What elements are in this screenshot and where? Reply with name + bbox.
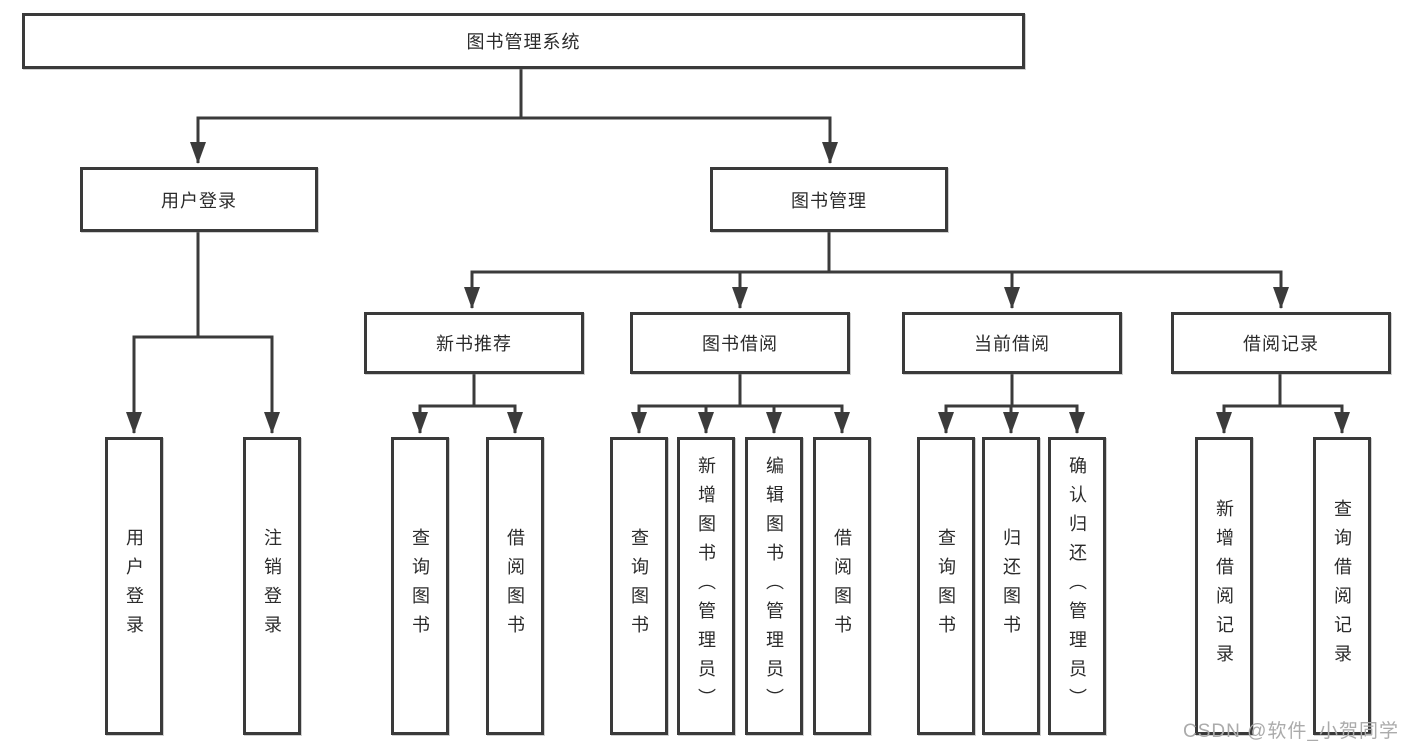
node-query-books-borrowing: 查询图书 bbox=[610, 437, 668, 735]
edges-current-borrowing bbox=[938, 374, 1085, 434]
node-label: 借阅图书 bbox=[505, 528, 525, 644]
node-logout-leaf: 注销登录 bbox=[243, 437, 301, 735]
node-label: 新增图书（管理员） bbox=[696, 455, 716, 717]
node-label: 借阅图书 bbox=[832, 528, 852, 644]
node-label: 查询图书 bbox=[629, 528, 649, 644]
edges-book-borrowing bbox=[631, 374, 850, 434]
node-user-login-leaf: 用户登录 bbox=[105, 437, 163, 735]
node-book-management: 图书管理 bbox=[710, 167, 948, 232]
node-add-books-admin: 新增图书（管理员） bbox=[677, 437, 735, 735]
edges-root bbox=[190, 69, 838, 164]
node-label: 新增借阅记录 bbox=[1214, 499, 1234, 673]
node-query-borrow-record: 查询借阅记录 bbox=[1313, 437, 1371, 735]
node-label: 图书管理系统 bbox=[466, 32, 581, 52]
edges-book-management bbox=[464, 232, 1289, 309]
node-edit-books-admin: 编辑图书（管理员） bbox=[745, 437, 803, 735]
node-label: 用户登录 bbox=[124, 528, 144, 644]
node-label: 编辑图书（管理员） bbox=[764, 455, 784, 717]
node-label: 确认归还（管理员） bbox=[1067, 455, 1087, 717]
edges-user-login bbox=[126, 232, 280, 434]
node-user-login: 用户登录 bbox=[80, 167, 318, 232]
node-label: 图书管理 bbox=[791, 190, 867, 211]
node-label: 当前借阅 bbox=[974, 334, 1050, 354]
node-label: 新书推荐 bbox=[436, 334, 512, 354]
node-current-borrowing: 当前借阅 bbox=[902, 312, 1122, 374]
node-label: 用户登录 bbox=[161, 190, 237, 211]
node-borrow-books-borrowing: 借阅图书 bbox=[813, 437, 871, 735]
node-label: 归还图书 bbox=[1001, 528, 1021, 644]
node-label: 图书借阅 bbox=[702, 334, 778, 354]
node-book-borrowing: 图书借阅 bbox=[630, 312, 850, 374]
node-label: 查询图书 bbox=[410, 528, 430, 644]
node-label: 查询借阅记录 bbox=[1332, 499, 1352, 673]
node-library-system: 图书管理系统 bbox=[22, 13, 1025, 69]
node-label: 借阅记录 bbox=[1243, 334, 1319, 354]
node-confirm-return-admin: 确认归还（管理员） bbox=[1048, 437, 1106, 735]
node-return-books: 归还图书 bbox=[982, 437, 1040, 735]
node-borrowing-records: 借阅记录 bbox=[1171, 312, 1391, 374]
node-label: 注销登录 bbox=[262, 528, 282, 644]
edges-borrowing-records bbox=[1216, 374, 1350, 434]
node-query-books-current: 查询图书 bbox=[917, 437, 975, 735]
node-query-books-recommend: 查询图书 bbox=[391, 437, 449, 735]
node-borrow-books-recommend: 借阅图书 bbox=[486, 437, 544, 735]
csdn-watermark: CSDN @软件_小贺同学 bbox=[1183, 721, 1399, 742]
node-label: 查询图书 bbox=[936, 528, 956, 644]
node-add-borrow-record: 新增借阅记录 bbox=[1195, 437, 1253, 735]
edges-new-book-recommendation bbox=[412, 374, 523, 434]
node-new-book-recommendation: 新书推荐 bbox=[364, 312, 584, 374]
